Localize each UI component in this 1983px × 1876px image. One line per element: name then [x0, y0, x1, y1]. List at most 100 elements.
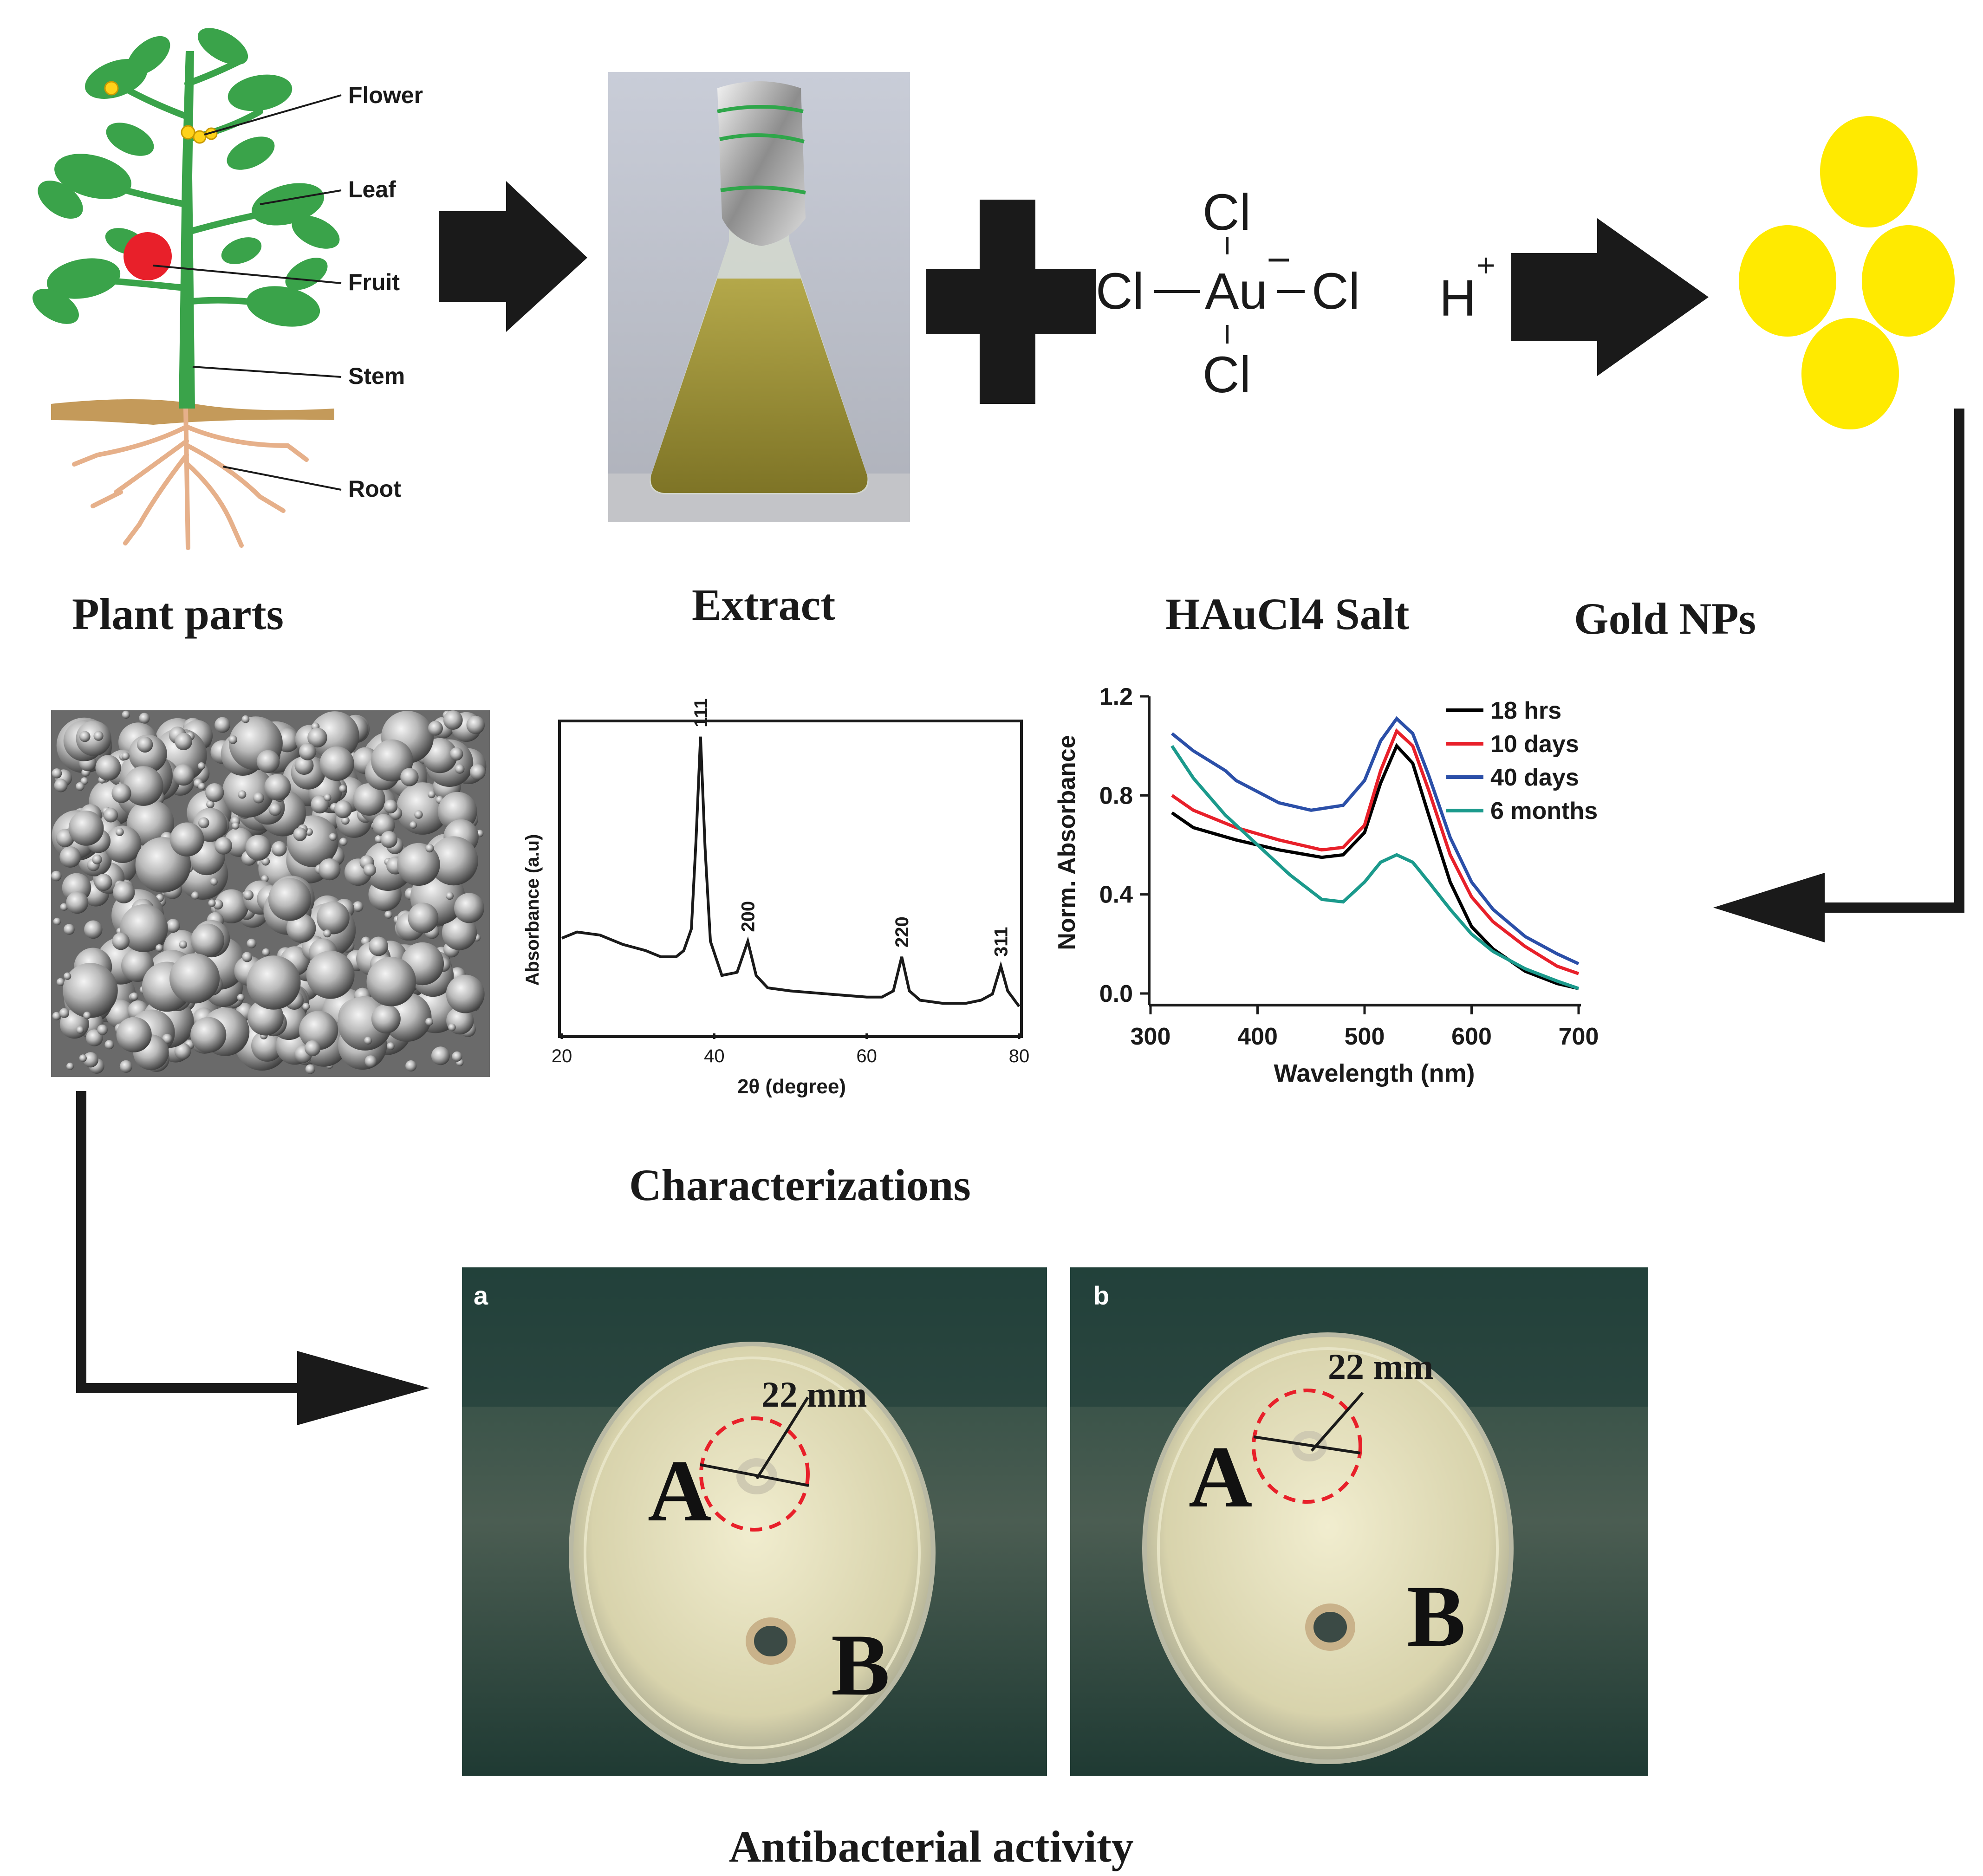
- sem-particle: [104, 808, 118, 823]
- sem-particle: [307, 727, 327, 748]
- sem-particle: [334, 800, 352, 818]
- panel-b-tag: b: [1093, 1281, 1109, 1310]
- uv-ytick-label: 0.0: [1099, 980, 1133, 1007]
- sem-particle: [262, 948, 270, 956]
- sem-particle: [324, 794, 332, 801]
- hauci4-formula: Cl Cl Au − Cl Cl H +: [1096, 184, 1495, 403]
- uv-xtick-label: 500: [1345, 1023, 1385, 1050]
- sem-particle: [442, 915, 477, 950]
- xrd-xtick-label: 80: [1009, 1046, 1030, 1066]
- sem-particle: [302, 1003, 310, 1011]
- formula-cl-left: Cl: [1096, 263, 1144, 320]
- sem-particle: [68, 811, 104, 846]
- uv-series-line: [1171, 728, 1580, 975]
- arrow-plant-to-extract: [439, 181, 587, 332]
- panel-a-measure: 22 mm: [761, 1374, 867, 1415]
- sem-particle: [443, 710, 463, 730]
- caption-extract: Extract: [692, 580, 835, 630]
- arrowhead-to-antibacterial: [297, 1351, 429, 1425]
- sem-particle: [121, 752, 130, 760]
- petri-dish-a: [569, 1342, 936, 1764]
- formula-cl-right: Cl: [1312, 263, 1360, 320]
- sem-particle: [104, 825, 142, 863]
- xrd-xlabel: 2θ (degree): [737, 1075, 846, 1098]
- uv-legend-label: 10 days: [1490, 731, 1579, 758]
- sem-particle: [179, 940, 187, 949]
- sem-particle: [396, 782, 449, 835]
- arrowhead-to-uv: [1713, 873, 1825, 942]
- sem-particle: [120, 904, 168, 952]
- sem-particle: [352, 901, 364, 912]
- sem-particle: [64, 924, 75, 935]
- sem-particle: [95, 873, 112, 891]
- well-b-dish-b: [1305, 1603, 1355, 1651]
- sem-particle: [384, 910, 393, 919]
- sem-particle: [256, 750, 280, 773]
- uv-legend-label: 40 days: [1490, 764, 1579, 791]
- uv-xtick-label: 700: [1559, 1023, 1599, 1050]
- sem-particle: [341, 816, 350, 825]
- sem-particle: [170, 822, 204, 857]
- sem-particle: [247, 955, 301, 1010]
- sem-particle: [104, 1040, 114, 1050]
- sem-particle: [156, 944, 163, 952]
- sem-particle: [166, 919, 180, 933]
- sem-particle: [268, 803, 282, 816]
- leader-lines: [153, 94, 342, 491]
- sem-particle: [299, 1011, 338, 1050]
- formula-cl-bottom: Cl: [1203, 346, 1251, 403]
- uv-ytick-label: 0.8: [1099, 782, 1133, 809]
- uv-ylabel: Norm. Absorbance: [1053, 735, 1080, 950]
- gold-np-bottom: [1801, 318, 1899, 429]
- sem-particle: [76, 1026, 84, 1034]
- sem-particle: [428, 790, 436, 798]
- sem-particle: [92, 854, 102, 865]
- sem-particle: [253, 792, 264, 804]
- gold-nanoparticles: [1739, 116, 1955, 429]
- sem-particle: [408, 902, 439, 934]
- sem-particle: [175, 733, 193, 750]
- sem-particle: [247, 938, 257, 948]
- plant-label-stem: Stem: [348, 363, 405, 389]
- sem-particle: [83, 1012, 91, 1019]
- formula-h: H: [1439, 270, 1476, 327]
- sem-particle: [363, 863, 377, 876]
- uv-xtick-label: 400: [1237, 1023, 1278, 1050]
- sem-particle: [431, 1046, 450, 1065]
- xrd-peak-label: 220: [892, 916, 912, 948]
- sem-particle: [319, 858, 341, 881]
- sem-particle: [93, 731, 104, 741]
- sem-particle: [228, 735, 237, 744]
- sem-particle: [66, 1062, 74, 1070]
- sem-particle: [139, 713, 150, 724]
- uv-ytick-label: 1.2: [1099, 683, 1133, 710]
- formula-h-charge: +: [1476, 247, 1495, 283]
- sem-particle: [197, 762, 205, 770]
- sem-particle: [215, 717, 231, 733]
- sem-particle: [190, 923, 225, 957]
- sem-particle: [205, 783, 224, 802]
- sem-particle: [241, 715, 250, 723]
- sem-particle: [294, 756, 314, 775]
- uv-ytick-label: 0.4: [1099, 882, 1133, 909]
- formula-cl-top: Cl: [1203, 184, 1251, 241]
- sem-particle: [329, 833, 337, 841]
- sem-particle: [215, 837, 233, 855]
- panel-b-label-A: A: [1189, 1428, 1252, 1526]
- soil: [51, 399, 334, 425]
- sem-particle: [380, 831, 398, 848]
- caption-gold-nps: Gold NPs: [1574, 594, 1756, 643]
- caption-antibacterial-activity: Antibacterial activity: [729, 1822, 1134, 1871]
- formula-charge: −: [1267, 237, 1291, 283]
- sem-particle: [311, 795, 329, 814]
- sem-particle: [52, 768, 62, 779]
- sem-particle: [455, 764, 465, 774]
- panel-b-measure: 22 mm: [1328, 1346, 1433, 1387]
- plant-label-leaf: Leaf: [348, 176, 396, 202]
- extract-flask-photo: [608, 72, 910, 522]
- plus-sign: [926, 200, 1096, 404]
- sem-particle: [353, 783, 385, 816]
- gold-np-right: [1862, 225, 1955, 337]
- sem-particle: [222, 766, 274, 818]
